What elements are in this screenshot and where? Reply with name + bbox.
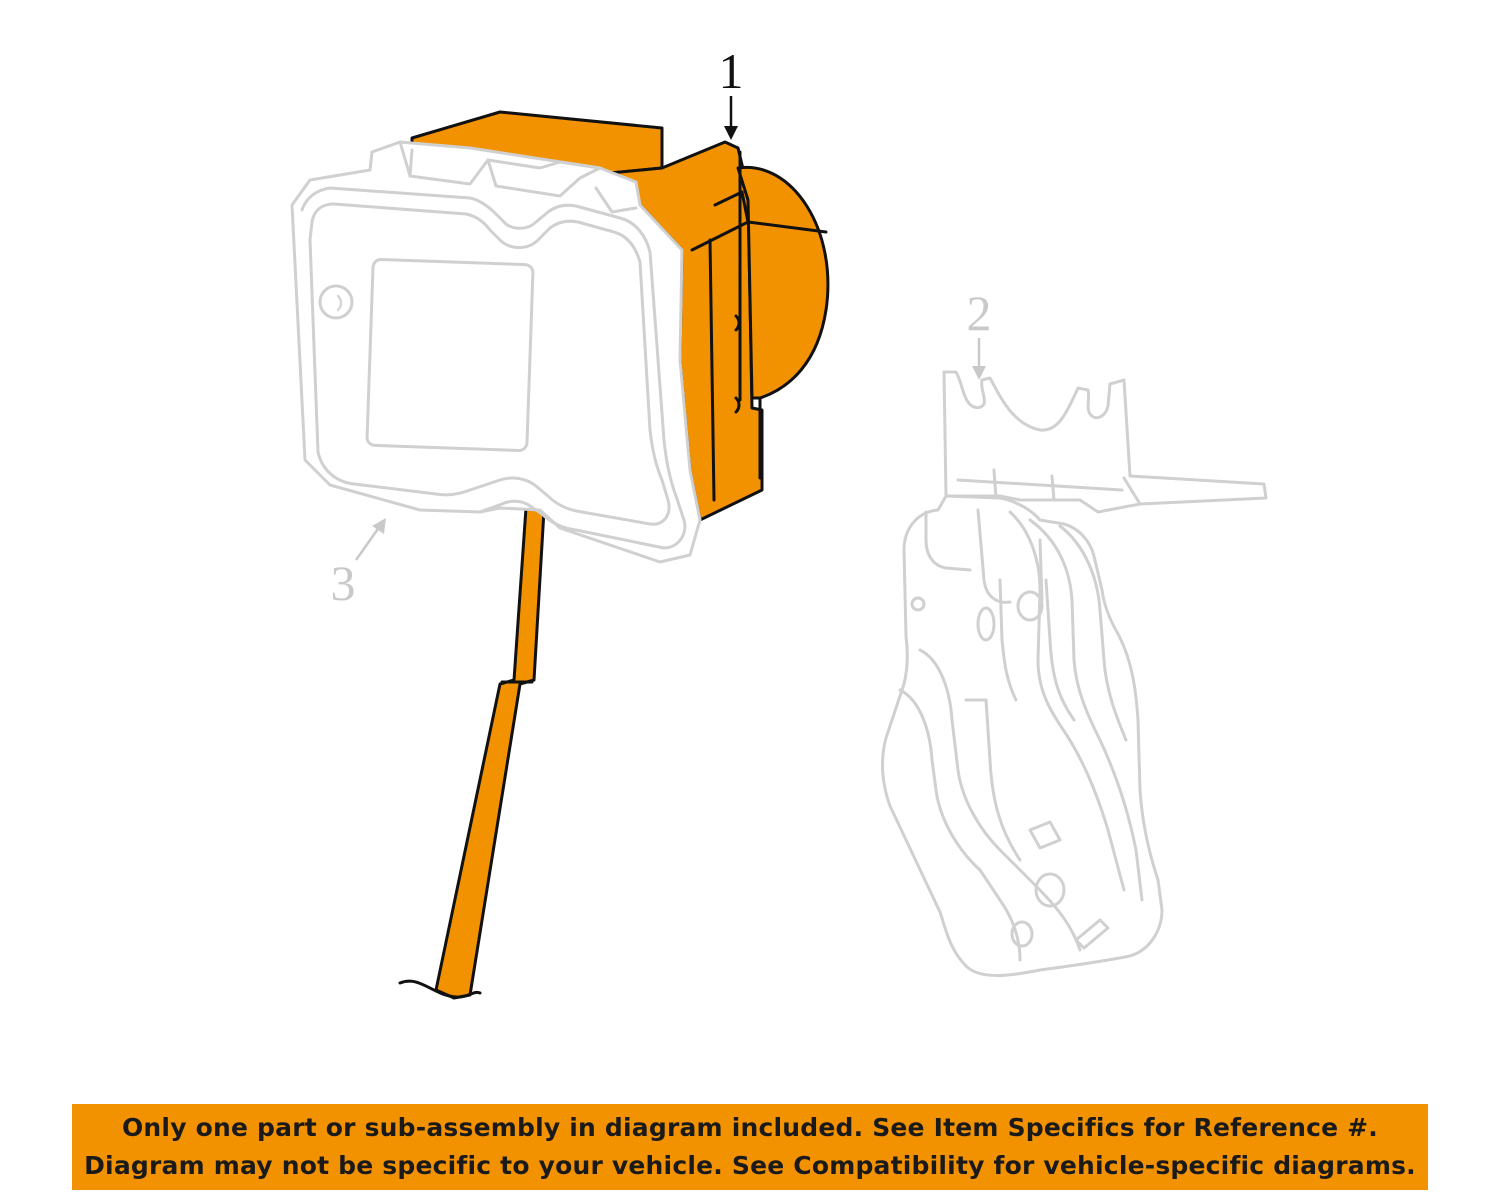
- disclaimer-line-2: Diagram may not be specific to your vehi…: [84, 1151, 1416, 1180]
- callout-3: 3: [331, 518, 386, 611]
- callout-1: 1: [719, 43, 744, 140]
- svg-text:1: 1: [719, 43, 744, 99]
- disclaimer-line-1: Only one part or sub-assembly in diagram…: [121, 1113, 1379, 1142]
- callout-2: 2: [967, 285, 992, 380]
- hydraulic-modulator-ghost: [290, 140, 702, 564]
- svg-text:3: 3: [331, 555, 356, 611]
- svg-text:2: 2: [967, 285, 992, 341]
- mounting-bracket-ghost: [881, 370, 1268, 977]
- disclaimer-banner: Only one part or sub-assembly in diagram…: [72, 1104, 1428, 1190]
